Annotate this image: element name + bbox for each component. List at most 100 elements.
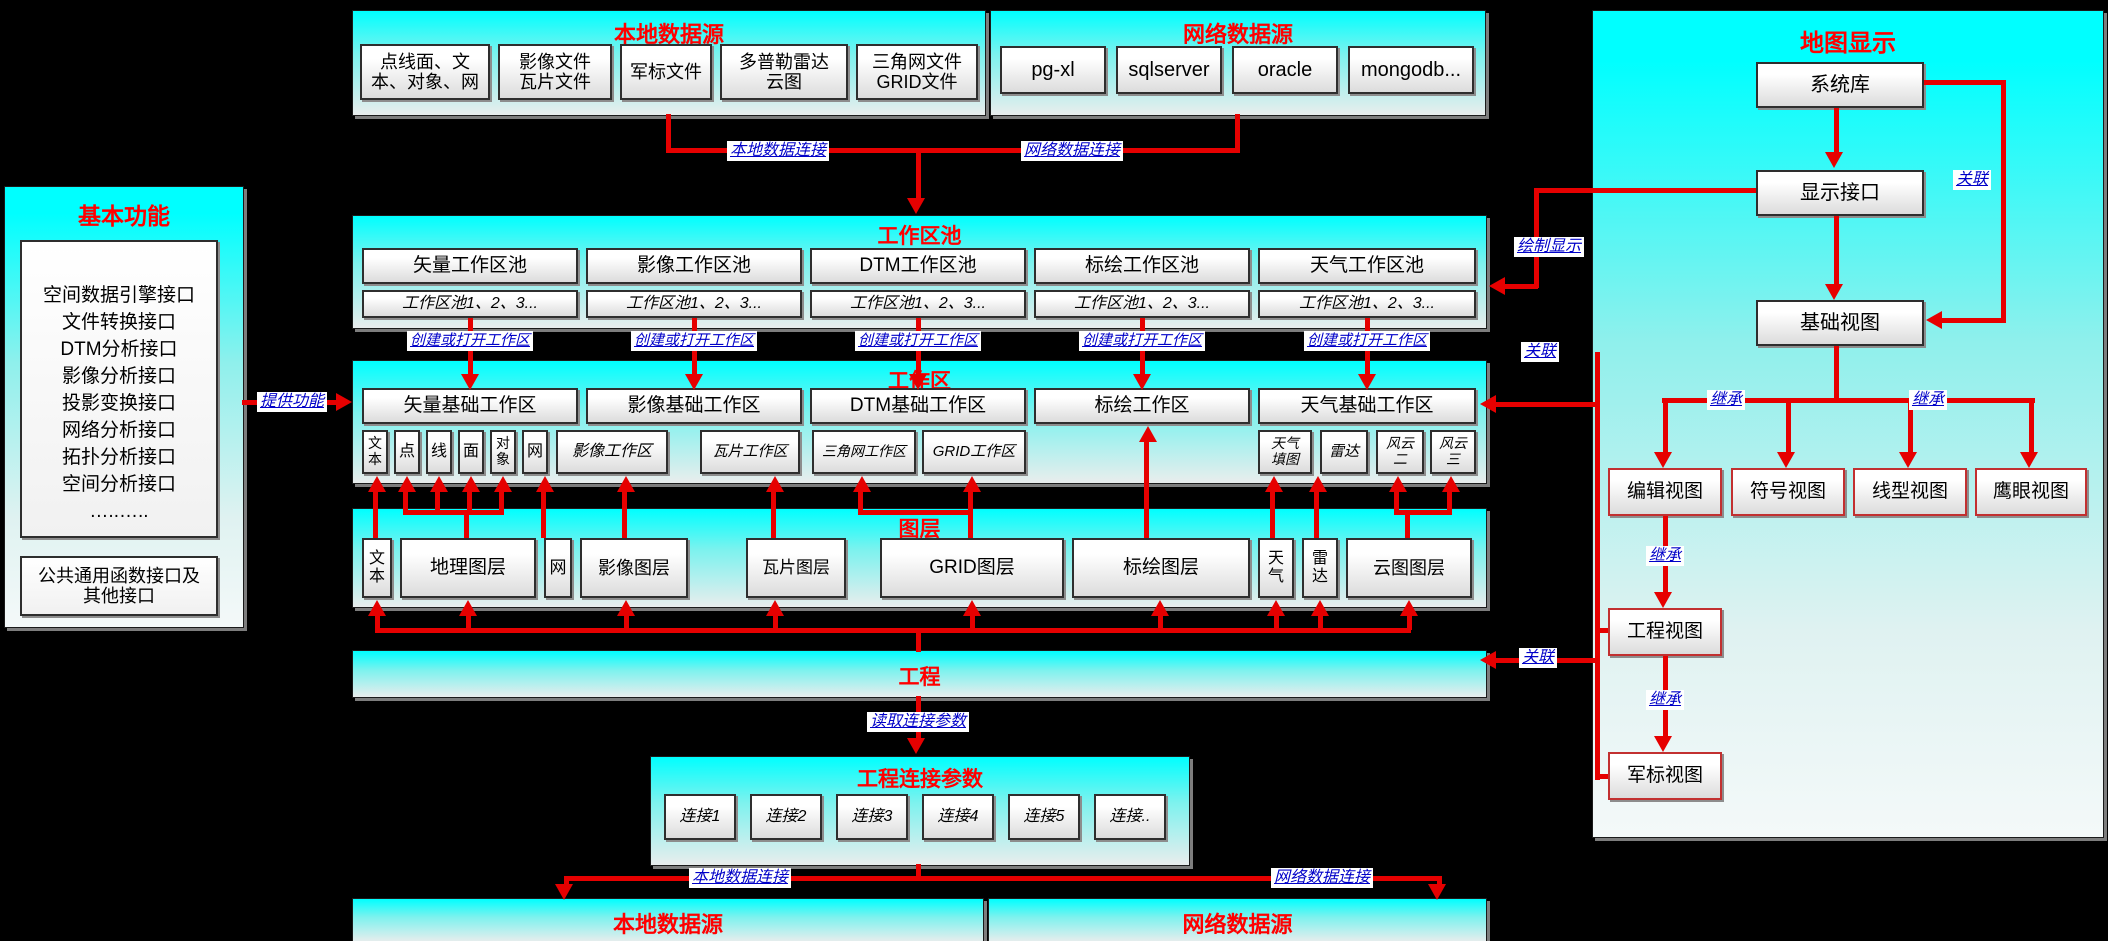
edge-line [622,492,627,538]
edge-line [624,614,629,630]
network-db: oracle [1232,46,1338,94]
edge-label-inherit: 继承 [1645,690,1685,710]
edge-line [541,492,546,538]
edge-line [403,492,408,514]
edge-line [464,514,469,538]
sub-workspace: 三角网工作区 [812,430,916,474]
arrow-up-icon [1309,476,1327,492]
conn-item: 连接.. [1094,794,1166,840]
edge-line [564,880,569,886]
edge-line [1834,216,1839,286]
edge-line [1158,614,1163,630]
arrow-up-icon [1265,476,1283,492]
network-db: pg-xl [1000,46,1106,94]
edge-line [1908,398,1913,452]
edge-line [1270,492,1275,538]
edge-line [858,510,973,515]
local-file-type: 影像文件 瓦片文件 [498,44,612,100]
edge-line [970,614,975,630]
workspace-base: 影像基础工作区 [586,388,802,424]
edge-line [1274,614,1279,630]
edge-line [1834,108,1839,154]
common-functions-box: 公共通用函数接口及 其他接口 [20,556,218,616]
top-local-source-title: 本地数据源 [613,22,724,47]
edge-label-network-conn-bottom: 网络数据连接 [1270,868,1374,888]
node-military-view: 军标视图 [1608,752,1722,800]
edge-line [466,614,471,630]
arrow-down-icon [909,374,927,390]
vector-item-text: 文 本 [362,430,388,474]
conn-item: 连接2 [750,794,822,840]
edge-line [1318,614,1323,630]
arrow-down-icon [2020,452,2038,468]
pool-instances: 工作区池1、2、3... [810,290,1026,318]
node-system-lib: 系统库 [1756,62,1924,108]
bottom-network-source-bar: 网络数据源 [988,898,1487,941]
arrow-up-icon [617,476,635,492]
edge-line [1595,352,1600,780]
local-file-type: 三角网文件 GRID文件 [856,44,978,100]
edge-line [2029,398,2034,452]
layer-box: 雷 达 [1302,538,1338,598]
edge-line [1437,880,1442,886]
edge-line [1235,114,1240,150]
pool-instances: 工作区池1、2、3... [586,290,802,318]
interface-list-text: 空间数据引擎接口 文件转换接口 DTM分析接口 影像分析接口 投影变换接口 网络… [42,285,195,522]
edge-line [1505,284,1538,289]
edge-label-create-open: 创建或打开工作区 [630,331,758,351]
network-db: mongodb... [1348,46,1474,94]
pool-box: DTM工作区池 [810,248,1026,284]
workspace-base: 天气基础工作区 [1258,388,1476,424]
edge-line [1834,346,1839,402]
edge-line [916,628,921,652]
arrow-left-icon [1480,651,1496,669]
edge-line [666,148,1240,153]
workspace-base: 标绘工作区 [1034,388,1250,424]
arrow-down-icon [1654,452,1672,468]
layer-box: GRID图层 [880,538,1064,598]
arrow-down-icon [1899,452,1917,468]
edge-line [373,492,378,538]
project-title: 工程 [898,666,941,689]
edge-label-inherit: 继承 [1645,546,1685,566]
sub-workspace: GRID工作区 [922,430,1026,474]
edge-line [1144,442,1149,538]
common-functions-text: 公共通用函数接口及 其他接口 [38,565,200,606]
edge-label-local-conn-bottom: 本地数据连接 [688,868,792,888]
conn-item: 连接3 [836,794,908,840]
edge-label-local-conn-top: 本地数据连接 [726,141,830,161]
edge-line [773,614,778,630]
arrow-up-icon [462,476,480,492]
arrow-right-icon [336,393,352,411]
edge-label-assoc-right: 关联 [1952,170,1992,190]
arrow-up-icon [617,600,635,616]
layer-box: 标绘图层 [1072,538,1250,598]
edge-line [1394,492,1399,514]
edge-label-create-open: 创建或打开工作区 [1078,331,1206,351]
edge-label-read-params: 读取连接参数 [866,712,970,732]
edge-line [467,492,472,514]
arrow-up-icon [963,476,981,492]
workspace-pool-title: 工作区池 [877,225,962,248]
node-eagle-eye-view: 鹰眼视图 [1975,468,2087,516]
pool-instances: 工作区池1、2、3... [362,290,578,318]
local-file-type: 点线面、文 本、对象、网 [360,44,490,100]
layer-box: 文 本 [362,538,392,598]
edge-line [1394,510,1452,515]
layer-box: 影像图层 [580,538,688,598]
arrow-down-icon [1428,884,1446,900]
arrow-left-icon [1926,311,1942,329]
conn-item: 连接4 [922,794,994,840]
edge-line [1663,398,1668,452]
edge-line [1942,318,2003,323]
edge-label-inherit: 继承 [1908,390,1948,410]
vector-item-line: 线 [426,430,452,474]
arrow-up-icon [368,600,386,616]
layers-title: 图层 [898,518,941,541]
edge-label-network-conn-top: 网络数据连接 [1020,141,1124,161]
edge-label-create-open: 创建或打开工作区 [854,331,982,351]
edge-line [858,492,863,514]
edge-line [1595,774,1608,779]
node-project-view: 工程视图 [1608,608,1722,656]
workspace-base: DTM基础工作区 [810,388,1026,424]
